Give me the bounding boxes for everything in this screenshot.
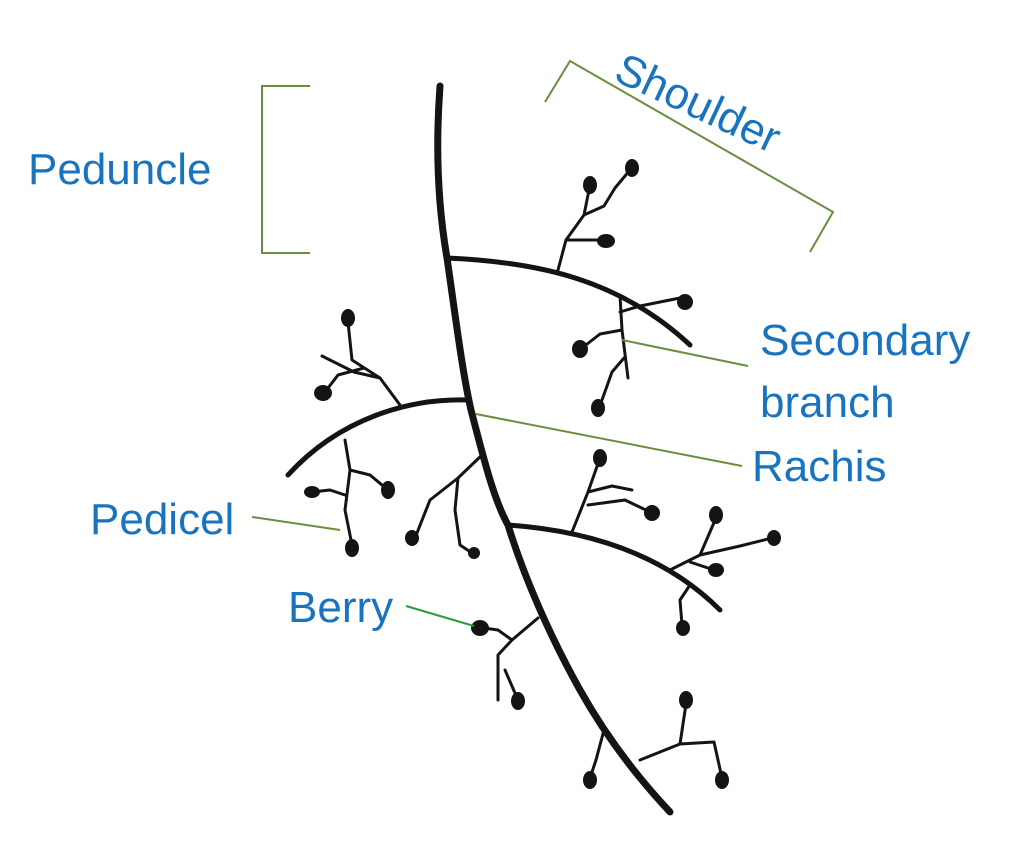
shoulder-twig-lower (580, 294, 682, 402)
leader-lines (251, 339, 749, 627)
berry (572, 340, 588, 358)
peduncle-label: Peduncle (28, 145, 212, 194)
bottom-twig-a (588, 728, 606, 780)
berry-label: Berry (288, 583, 394, 632)
left-twig-upper (320, 320, 402, 407)
right-twig-c (678, 583, 692, 627)
right-twig-a (570, 456, 652, 534)
bracket-group (261, 59, 835, 254)
berry (767, 530, 781, 546)
right-twig-b (668, 516, 774, 572)
berry (677, 294, 693, 310)
berry-leader (405, 605, 475, 627)
rachis-stem (434, 82, 674, 816)
secondary-branch-label-line1: Secondary (760, 316, 971, 365)
berries (304, 159, 781, 789)
berry (345, 539, 359, 557)
right-branch (505, 522, 723, 613)
berry (644, 505, 660, 521)
rachis-label: Rachis (752, 442, 887, 491)
berry (709, 506, 723, 524)
peduncle-bracket (261, 85, 310, 254)
shoulder-bracket (544, 59, 835, 253)
berry (583, 176, 597, 194)
berry (471, 620, 489, 636)
center-twig (413, 453, 484, 555)
berry (381, 481, 395, 499)
berry (715, 771, 729, 789)
berry (625, 159, 639, 177)
berry (341, 309, 355, 327)
berry (597, 234, 615, 248)
left-branch (285, 397, 471, 478)
berry (405, 530, 419, 546)
secondary-branch-label-line2: branch (760, 378, 895, 427)
secondary-branch-leader (621, 339, 749, 367)
shoulder-branch (444, 255, 693, 348)
secondary-branch-label: Secondary branch (760, 310, 970, 434)
berry (304, 486, 320, 498)
berry (708, 563, 724, 577)
lower-twig (482, 616, 540, 702)
berry (468, 547, 480, 559)
bottom-twig-b (638, 702, 724, 780)
rachis-leader (475, 413, 743, 467)
pedicel-label: Pedicel (90, 495, 235, 544)
berry (593, 449, 607, 467)
berry (676, 620, 690, 636)
berry (314, 385, 332, 401)
left-twig-lower (310, 438, 390, 547)
berry (583, 771, 597, 789)
berry (679, 691, 693, 709)
cluster-drawing (285, 82, 781, 816)
pedicel-leader (251, 516, 341, 531)
berry (591, 399, 605, 417)
berry (511, 692, 525, 710)
